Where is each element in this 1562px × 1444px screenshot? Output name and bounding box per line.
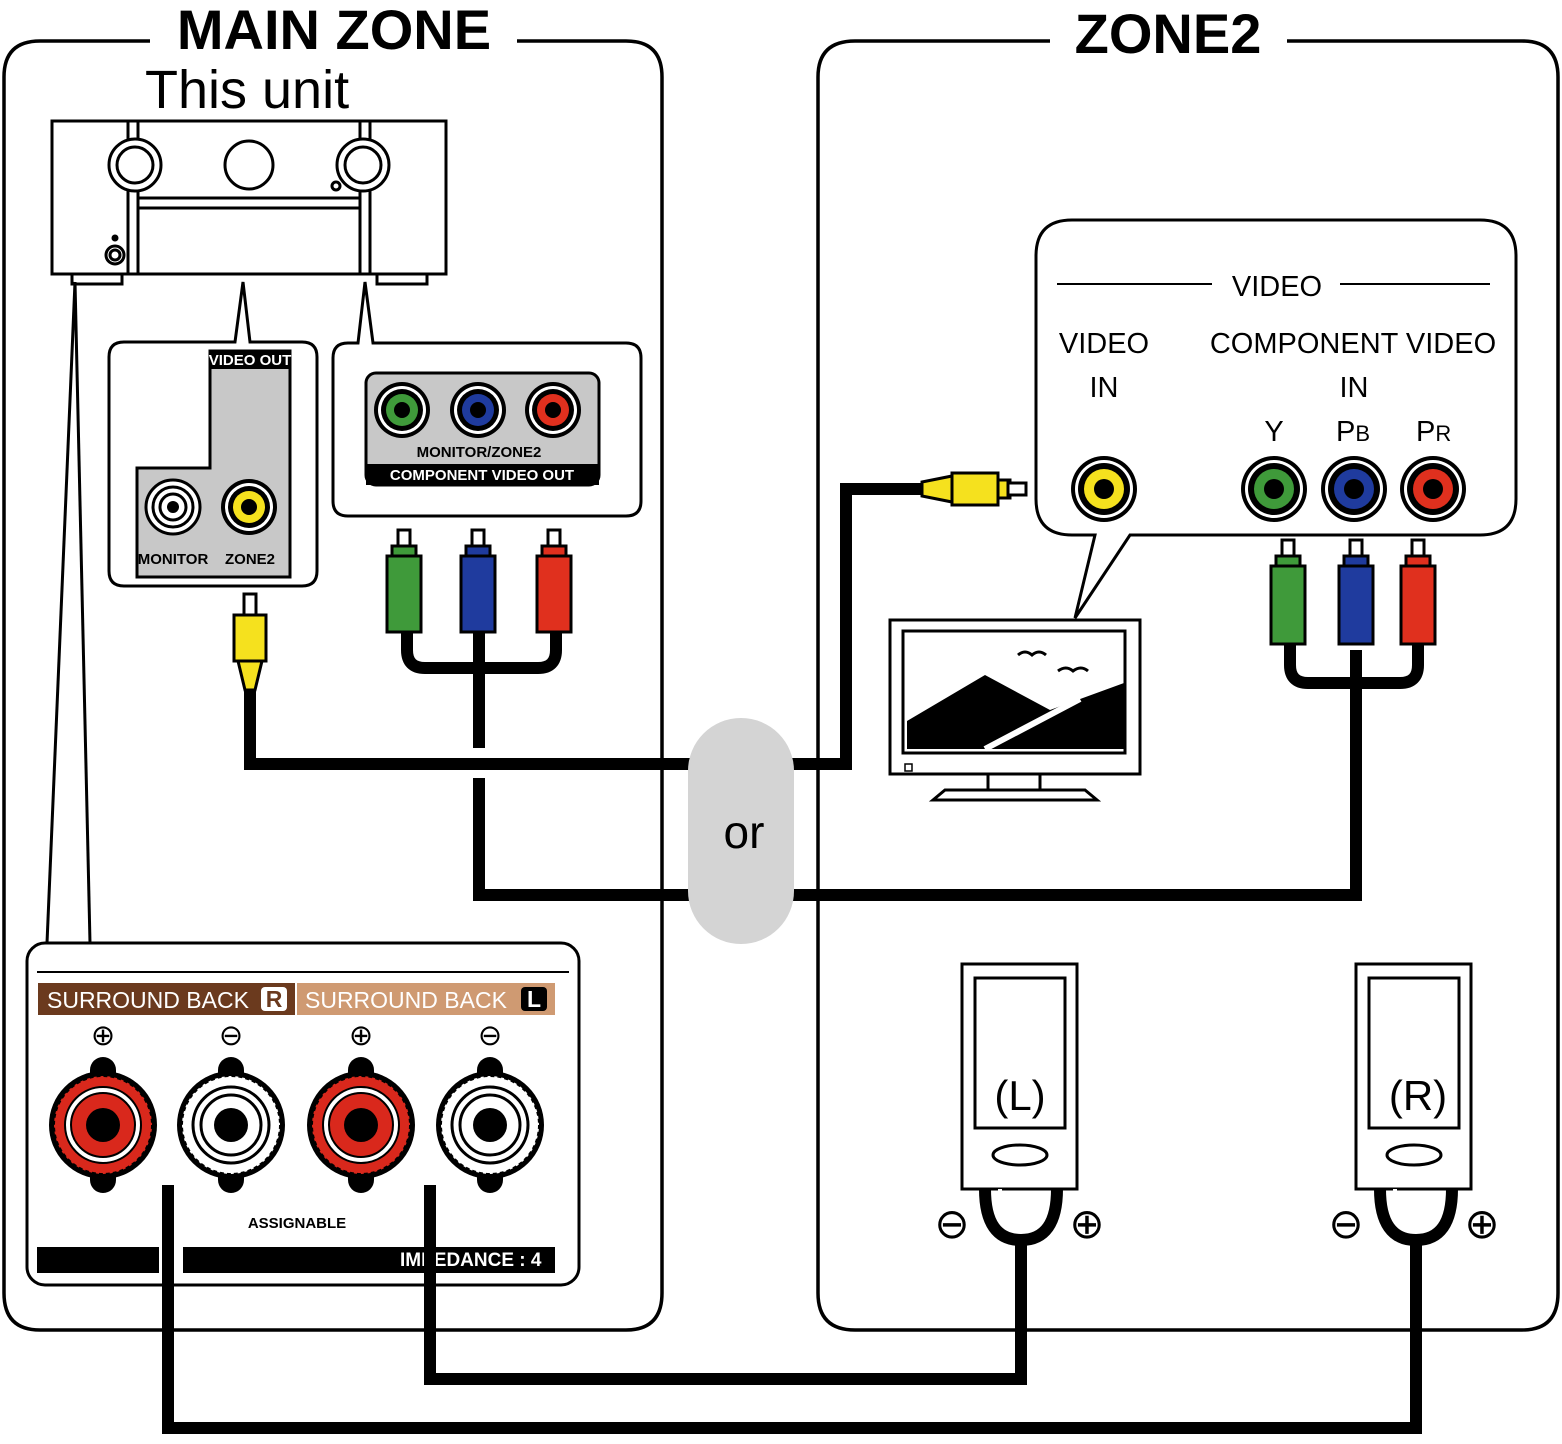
zone2-label: ZONE2: [225, 551, 275, 568]
pb-label: PB: [1336, 416, 1370, 448]
sb-right-label: SURROUND BACK: [47, 987, 250, 1013]
sb-right-badge: R: [266, 986, 283, 1012]
yellow-plug-zone2: [920, 471, 1028, 507]
assignable-label: ASSIGNABLE: [248, 1215, 346, 1232]
yellow-plug-main: [232, 592, 268, 692]
video-out-header: VIDEO OUT: [209, 352, 292, 369]
speaker-cable-overlay: [162, 1185, 436, 1300]
tv-video-in-jack[interactable]: [1071, 456, 1137, 522]
zone2-title: ZONE2: [1075, 2, 1262, 65]
component-out-callout: MONITOR/ZONE2 COMPONENT VIDEO OUT: [331, 281, 643, 518]
sb-left-minus: ⊖: [478, 1020, 502, 1052]
sb-left-plus: ⊕: [349, 1020, 373, 1052]
speaker-left-plus: ⊕: [1069, 1200, 1104, 1247]
speaker-right-plus: ⊕: [1464, 1200, 1499, 1247]
tv-pb-in-jack[interactable]: [1321, 456, 1387, 522]
sb-left-label: SURROUND BACK: [305, 987, 508, 1013]
tv-icon: [888, 618, 1142, 802]
component-in-label-2: IN: [1340, 372, 1369, 404]
sb-right-minus: ⊖: [219, 1020, 243, 1052]
tv-pr-in-jack[interactable]: [1400, 456, 1466, 522]
speaker-right-label: (R): [1389, 1072, 1447, 1119]
zone2-speaker-right: (R) ⊖ ⊕: [1328, 962, 1500, 1247]
video-in-label-2: IN: [1090, 372, 1119, 404]
component-plugs-main: [385, 528, 573, 634]
main-zone-title: MAIN ZONE: [177, 0, 491, 61]
zone2-video-out-jack[interactable]: [221, 479, 277, 535]
sb-right-negative-terminal[interactable]: [177, 1057, 285, 1193]
video-in-label-1: VIDEO: [1059, 328, 1149, 360]
zone2-frame: ZONE2: [816, 2, 1560, 1332]
video-header: VIDEO: [1232, 271, 1322, 303]
speaker-terminal-panel: SURROUND BACK R SURROUND BACK L ⊕ ⊖ ⊕ ⊖: [25, 941, 581, 1287]
component-out-y-jack[interactable]: [374, 382, 430, 438]
impedance-label: IMPEDANCE : 4: [400, 1250, 542, 1271]
component-plugs-zone2: [1269, 538, 1437, 646]
sb-left-negative-terminal[interactable]: [436, 1057, 544, 1193]
or-divider: or: [688, 718, 794, 944]
video-out-callout: VIDEO OUT MONITOR ZONE2: [107, 281, 319, 588]
or-label: or: [724, 806, 765, 858]
tv-input-callout: VIDEO VIDEO IN COMPONENT VIDEO IN Y PB P…: [1034, 218, 1518, 619]
component-out-label-2: COMPONENT VIDEO OUT: [390, 467, 574, 484]
tv-y-in-jack[interactable]: [1241, 456, 1307, 522]
pr-label: PR: [1416, 416, 1451, 448]
monitor-video-jack[interactable]: [144, 478, 202, 536]
sb-right-plus: ⊕: [91, 1020, 115, 1052]
component-out-label-1: MONITOR/ZONE2: [417, 444, 542, 461]
component-out-pb-jack[interactable]: [450, 382, 506, 438]
sb-left-positive-terminal[interactable]: [307, 1057, 415, 1193]
sb-left-badge: L: [527, 986, 541, 1012]
main-zone-frame: MAIN ZONE: [2, 0, 664, 1332]
speaker-right-minus: ⊖: [1328, 1200, 1363, 1247]
callout-lines: [45, 281, 92, 944]
sb-right-positive-terminal[interactable]: [49, 1057, 157, 1193]
speaker-left-label: (L): [994, 1072, 1045, 1119]
monitor-label: MONITOR: [138, 551, 209, 568]
receiver-front-panel: [50, 119, 448, 286]
y-label: Y: [1264, 416, 1283, 448]
component-in-label-1: COMPONENT VIDEO: [1210, 328, 1496, 360]
speaker-left-minus: ⊖: [934, 1200, 969, 1247]
zone2-speaker-left: (L) ⊖ ⊕: [934, 962, 1105, 1247]
component-out-pr-jack[interactable]: [525, 382, 581, 438]
cables: [162, 483, 1424, 1434]
this-unit-label: This unit: [145, 60, 349, 120]
